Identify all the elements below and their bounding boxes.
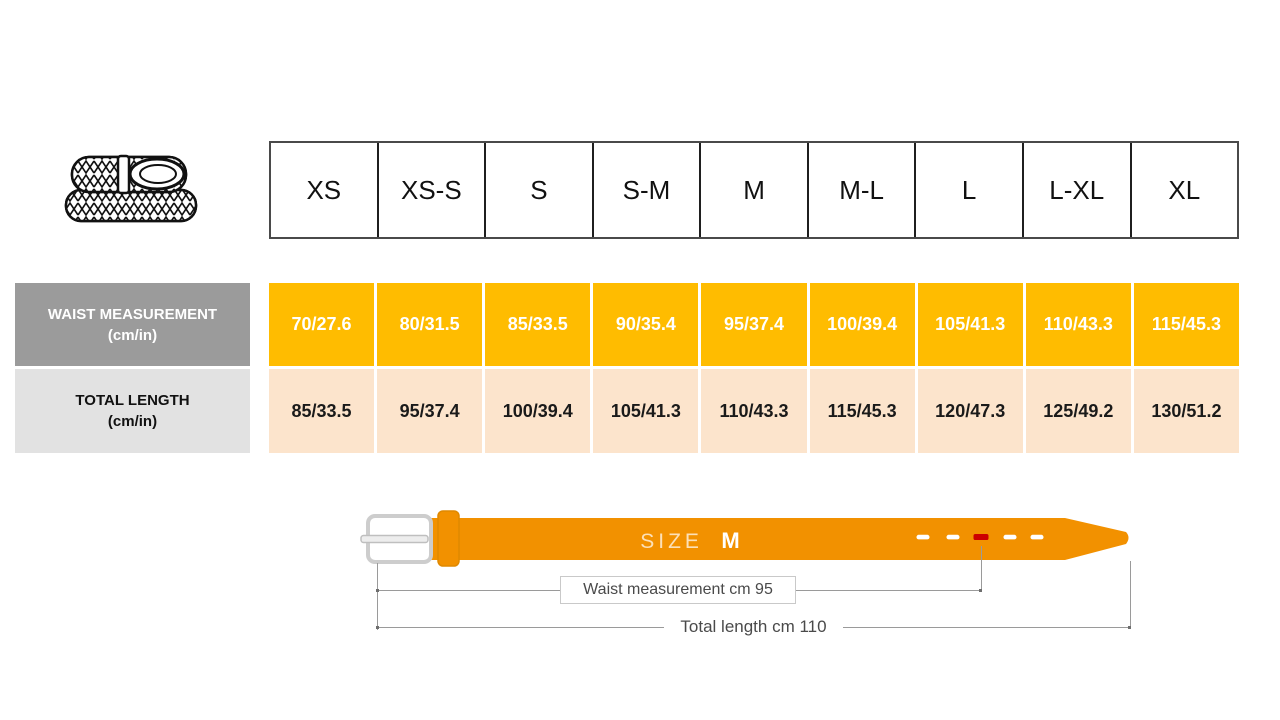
braided-belt-icon [62, 146, 204, 236]
length-value-cell: 85/33.5 [269, 369, 375, 453]
belt-strap [428, 518, 1129, 560]
belt-tip-dimension-line [1130, 561, 1131, 627]
length-value-cell: 110/43.3 [701, 369, 807, 453]
total-length-annotation: Total length cm 110 [377, 614, 1130, 640]
waist-measurement-data-row: 70/27.6 80/31.5 85/33.5 90/35.4 95/37.4 … [269, 283, 1239, 366]
size-header-cell: L-XL [1021, 143, 1130, 237]
size-header-cell: S-M [591, 143, 700, 237]
total-length-label-unit: (cm/in) [107, 413, 158, 430]
length-value-cell: 100/39.4 [485, 369, 591, 453]
length-value-cell: 130/51.2 [1133, 369, 1239, 453]
total-length-row-label: TOTAL LENGTH (cm/in) [15, 369, 250, 453]
waist-measurement-label-text: WAIST MEASUREMENT [47, 305, 218, 323]
center-hole-dimension-line [981, 546, 982, 590]
size-header-row: XS XS-S S S-M M M-L L L-XL XL [269, 141, 1239, 239]
size-header-cell: XL [1129, 143, 1238, 237]
waist-value-cell: 95/37.4 [701, 283, 807, 366]
dimension-endpoint-dot [376, 626, 379, 629]
length-value-cell: 115/45.3 [809, 369, 915, 453]
belt-measurement-diagram [360, 505, 1140, 570]
waist-measurement-row-label: WAIST MEASUREMENT (cm/in) [15, 283, 250, 366]
size-header-cell: XS-S [376, 143, 485, 237]
length-value-cell: 120/47.3 [917, 369, 1023, 453]
size-header-cell: M-L [806, 143, 915, 237]
buckle-dimension-line [377, 563, 378, 630]
size-header-cell: XS [306, 174, 342, 205]
size-header-cell: M [699, 143, 807, 237]
waist-value-cell: 80/31.5 [377, 283, 483, 366]
length-value-cell: 125/49.2 [1025, 369, 1131, 453]
total-length-data-row: 85/33.5 95/37.4 100/39.4 105/41.3 110/43… [269, 369, 1239, 453]
waist-value-cell: 85/33.5 [485, 283, 591, 366]
waist-value-cell: 90/35.4 [593, 283, 699, 366]
waist-annotation-box: Waist measurement cm 95 [560, 576, 796, 604]
size-header-cell: L [914, 143, 1022, 237]
dimension-endpoint-dot [376, 589, 379, 592]
size-header-cell: S [484, 143, 592, 237]
total-length-label-text: TOTAL LENGTH [75, 392, 190, 409]
waist-value-cell: 105/41.3 [917, 283, 1023, 366]
waist-value-cell: 100/39.4 [809, 283, 915, 366]
waist-measurement-label-unit: (cm/in) [107, 326, 158, 344]
waist-value-cell: 70/27.6 [269, 283, 375, 366]
total-length-annotation-text: Total length cm 110 [664, 614, 843, 640]
selected-hole [973, 534, 989, 540]
dimension-endpoint-dot [979, 589, 982, 592]
length-value-cell: 95/37.4 [377, 369, 483, 453]
length-value-cell: 105/41.3 [593, 369, 699, 453]
dimension-endpoint-dot [1128, 626, 1131, 629]
waist-value-cell: 115/45.3 [1133, 283, 1239, 366]
waist-value-cell: 110/43.3 [1025, 283, 1131, 366]
